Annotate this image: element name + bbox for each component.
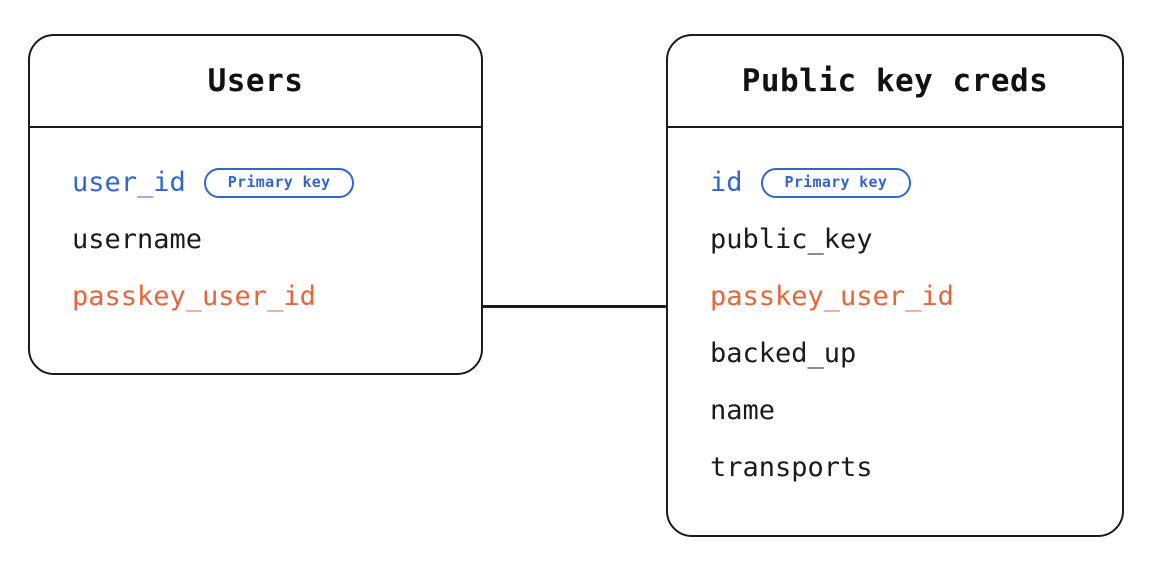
primary-key-badge: Primary key <box>760 167 912 198</box>
field-row[interactable]: passkey_user_id <box>668 268 1122 325</box>
entity-users[interactable]: Users user_id Primary key username passk… <box>28 34 483 375</box>
field-row[interactable]: public_key <box>668 211 1122 268</box>
field-name-transports: transports <box>710 452 873 483</box>
primary-key-badge-label: Primary key <box>227 173 331 191</box>
entity-users-header: Users <box>30 36 481 128</box>
field-row[interactable]: passkey_user_id <box>30 268 481 325</box>
entity-public-key-creds-title: Public key creds <box>741 63 1049 99</box>
field-row[interactable]: user_id Primary key <box>30 154 481 211</box>
entity-public-key-creds-field-list: id Primary key public_key passkey_user_i… <box>668 128 1122 496</box>
primary-key-badge-label: Primary key <box>784 173 888 191</box>
field-name-username: username <box>72 224 203 255</box>
field-row[interactable]: backed_up <box>668 325 1122 382</box>
field-name-passkey-user-id: passkey_user_id <box>72 281 316 312</box>
primary-key-badge: Primary key <box>203 167 355 198</box>
field-name-user-id: user_id <box>72 167 186 198</box>
field-row[interactable]: username <box>30 211 481 268</box>
field-name-id: id <box>710 167 743 198</box>
entity-users-title: Users <box>207 63 304 99</box>
field-row[interactable]: transports <box>668 439 1122 496</box>
relationship-connector-line[interactable] <box>481 305 668 308</box>
field-name-backed-up: backed_up <box>710 338 857 369</box>
entity-users-field-list: user_id Primary key username passkey_use… <box>30 128 481 325</box>
entity-public-key-creds[interactable]: Public key creds id Primary key public_k… <box>666 34 1124 537</box>
field-row[interactable]: id Primary key <box>668 154 1122 211</box>
field-row[interactable]: name <box>668 382 1122 439</box>
entity-public-key-creds-header: Public key creds <box>668 36 1122 128</box>
field-name-name: name <box>710 395 776 426</box>
field-name-passkey-user-id: passkey_user_id <box>710 281 954 312</box>
field-name-public-key: public_key <box>710 224 873 255</box>
